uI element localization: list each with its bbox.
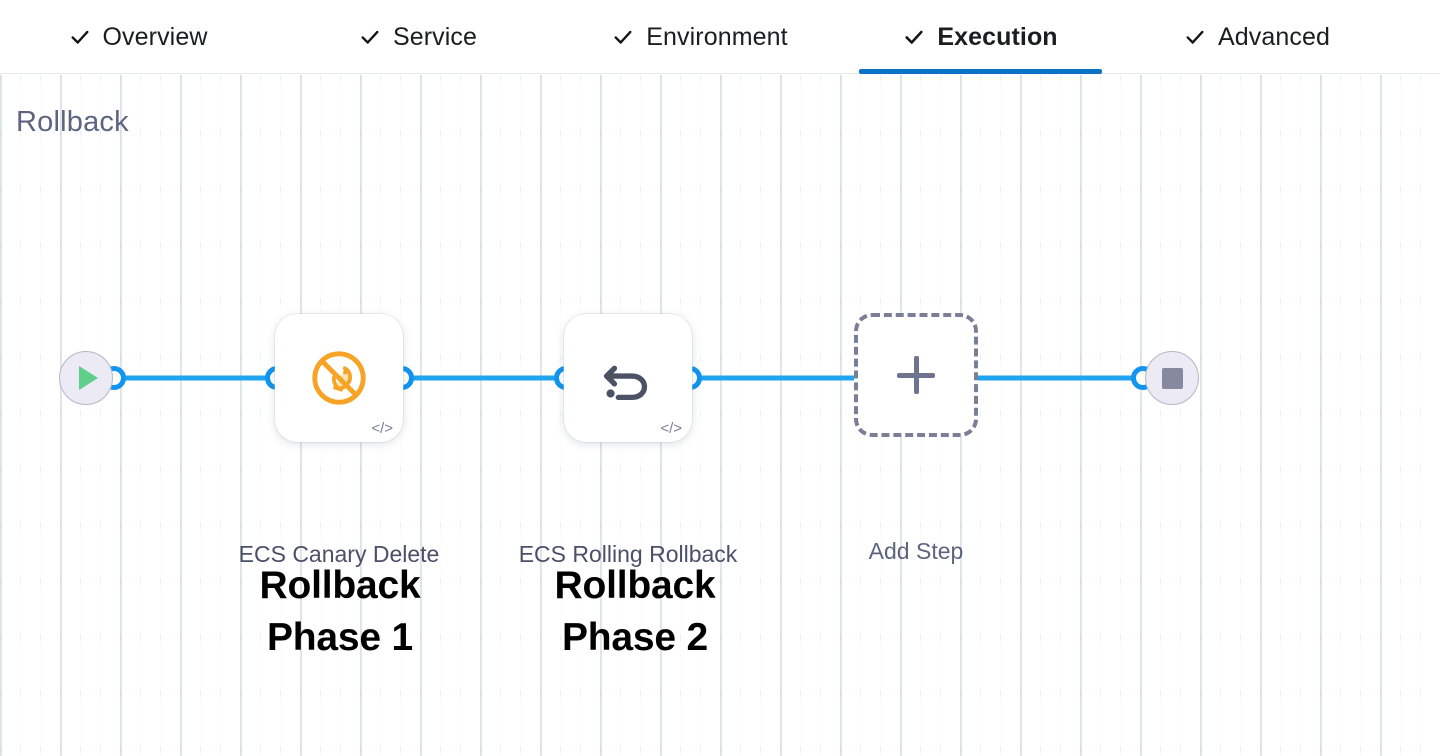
- tab-execution[interactable]: Execution: [859, 0, 1102, 74]
- end-node[interactable]: [1145, 351, 1199, 405]
- annotation-rollback-phase-1: Rollback Phase 1: [259, 564, 421, 659]
- tab-environment[interactable]: Environment: [586, 0, 814, 74]
- check-icon: [359, 26, 381, 48]
- pipeline-canvas[interactable]: Rollback: [0, 75, 1440, 756]
- tab-advanced[interactable]: Advanced: [1152, 0, 1362, 74]
- tab-environment-underline: [586, 69, 814, 74]
- section-title-rollback: Rollback: [16, 106, 129, 138]
- ecs-canary-delete-icon: [275, 314, 403, 442]
- wizard-tab-bar: Overview Service Environment Execution: [0, 0, 1440, 74]
- tab-overview-underline: [38, 69, 238, 74]
- step-node-ecs-rolling-rollback[interactable]: </>: [564, 314, 692, 442]
- stop-icon: [1161, 367, 1183, 389]
- check-icon: [1184, 26, 1206, 48]
- tab-environment-label: Environment: [646, 22, 788, 51]
- code-icon[interactable]: </>: [660, 420, 682, 437]
- add-step-label: Add Step: [868, 538, 964, 564]
- tab-service-label: Service: [392, 22, 478, 51]
- play-icon: [79, 366, 98, 390]
- tab-advanced-underline: [1152, 69, 1362, 74]
- tab-overview-label: Overview: [102, 22, 208, 51]
- tab-execution-label: Execution: [937, 22, 1058, 51]
- step-label-ecs-rolling-rollback: ECS Rolling Rollback: [518, 541, 738, 567]
- tab-service-underline: [332, 69, 504, 74]
- pipeline-stage-rollback: </> </>: [0, 75, 1440, 756]
- check-icon: [612, 26, 634, 48]
- step-label-ecs-canary-delete: ECS Canary Delete: [238, 541, 440, 567]
- check-icon: [903, 26, 925, 48]
- tab-overview[interactable]: Overview: [38, 0, 238, 74]
- tab-advanced-label: Advanced: [1218, 22, 1330, 51]
- tab-execution-underline: [859, 69, 1102, 74]
- plus-icon-vertical: [913, 356, 919, 394]
- add-step-button[interactable]: [854, 313, 978, 437]
- check-icon: [69, 26, 91, 48]
- start-node[interactable]: [59, 351, 113, 405]
- annotation-rollback-phase-2: Rollback Phase 2: [554, 564, 716, 659]
- tab-service[interactable]: Service: [332, 0, 504, 74]
- rollback-arrow-icon: [564, 314, 692, 442]
- step-node-ecs-canary-delete[interactable]: </>: [275, 314, 403, 442]
- code-icon[interactable]: </>: [371, 420, 393, 437]
